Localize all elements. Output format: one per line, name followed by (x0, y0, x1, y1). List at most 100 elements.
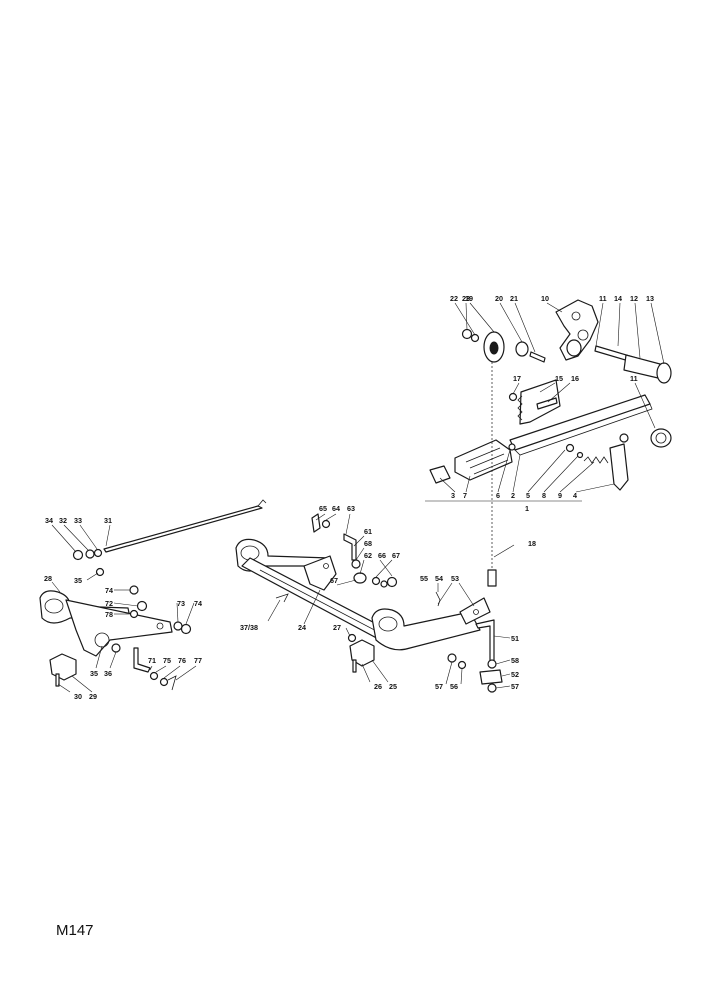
callout-labels: 23 22 19 20 21 10 11 14 12 13 11 15 16 1… (44, 294, 654, 701)
callout-57b: 57 (511, 682, 519, 691)
nut-32 (85, 549, 95, 559)
pedal-right (371, 608, 481, 651)
callout-77: 77 (194, 656, 202, 665)
callout-25: 25 (389, 682, 397, 691)
nut-67 (386, 576, 398, 588)
callout-30: 30 (74, 692, 82, 701)
nut-27 (347, 633, 357, 643)
callout-11: 11 (599, 294, 607, 303)
callout-22: 22 (450, 294, 458, 303)
callout-66: 66 (378, 551, 386, 560)
nut-74b (180, 623, 192, 635)
callout-75: 75 (163, 656, 171, 665)
callout-71: 71 (148, 656, 156, 665)
bushing-62 (353, 572, 367, 584)
callout-8: 8 (542, 491, 546, 500)
callout-6: 6 (496, 491, 500, 500)
washer-64 (321, 519, 331, 529)
swivel-52 (479, 669, 503, 685)
clip-77 (167, 675, 177, 691)
bracket-10 (555, 299, 599, 361)
leaders-upper-right (425, 302, 665, 558)
callout-4: 4 (573, 491, 577, 500)
nut-17 (508, 392, 518, 402)
callout-56: 56 (450, 682, 458, 691)
spring-9 (583, 456, 609, 464)
bolt-26 (352, 659, 357, 673)
pin-6 (508, 443, 516, 451)
washer-65 (311, 513, 321, 533)
nut-8 (576, 451, 584, 459)
callout-55: 55 (420, 574, 428, 583)
diagram-code: M147 (56, 922, 94, 939)
callout-20: 20 (495, 294, 503, 303)
callout-16: 16 (571, 374, 579, 383)
callout-13: 13 (646, 294, 654, 303)
callout-26: 26 (374, 682, 382, 691)
left-linkage-assembly (39, 499, 267, 693)
callout-34: 34 (45, 516, 53, 525)
clip-37-38 (275, 593, 289, 603)
tube-11 (566, 339, 582, 357)
pulley-hub (489, 341, 499, 355)
bolt-16 (536, 397, 558, 410)
callout-32: 32 (59, 516, 67, 525)
callout-63: 63 (347, 504, 355, 513)
callout-76: 76 (178, 656, 186, 665)
callout-11b: 11 (630, 374, 638, 383)
callout-78: 78 (105, 610, 113, 619)
callout-23: 23 (462, 294, 470, 303)
callout-57: 57 (435, 682, 443, 691)
callout-21: 21 (510, 294, 518, 303)
knob-3 (429, 465, 451, 484)
callout-58: 58 (511, 656, 519, 665)
height-adjust-lever-assembly (425, 299, 672, 587)
callout-36: 36 (104, 669, 112, 678)
lower-right-link (445, 619, 511, 693)
callout-15: 15 (555, 374, 563, 383)
callout-10: 10 (541, 294, 549, 303)
callout-9: 9 (558, 491, 562, 500)
bushing-20 (515, 341, 529, 357)
callout-64: 64 (332, 504, 340, 513)
callout-37-38: 37/38 (240, 623, 258, 632)
washer-22 (470, 333, 480, 343)
callout-67: 67 (392, 551, 400, 560)
callout-29: 29 (89, 692, 97, 701)
pivot-11 (650, 428, 672, 448)
cap-13 (656, 362, 672, 384)
bolt-30 (55, 673, 60, 687)
nut-pivot (619, 433, 629, 443)
callout-18: 18 (528, 539, 536, 548)
washer-67b (380, 580, 388, 588)
callout-52: 52 (511, 670, 519, 679)
callout-28: 28 (44, 574, 52, 583)
callout-35b: 35 (90, 669, 98, 678)
callout-12: 12 (630, 294, 638, 303)
grip-7 (454, 439, 513, 481)
callout-35: 35 (74, 576, 82, 585)
nut-36 (111, 643, 121, 653)
callout-2: 2 (511, 491, 515, 500)
callout-62: 62 (364, 551, 372, 560)
bolt-21 (529, 351, 546, 363)
callout-17: 17 (513, 374, 521, 383)
washer-75 (149, 671, 159, 681)
nut-72 (136, 600, 148, 612)
callout-74b: 74 (194, 599, 202, 608)
nut-5 (565, 443, 575, 453)
washer-57 (447, 653, 457, 663)
rod-61 (343, 533, 357, 561)
rod-51 (475, 619, 495, 663)
callout-14: 14 (614, 294, 622, 303)
callout-1: 1 (525, 504, 529, 513)
callout-33: 33 (74, 516, 82, 525)
nut-34 (72, 549, 84, 561)
washer-56 (457, 660, 467, 670)
pin-54-55 (435, 591, 441, 607)
callout-24: 24 (298, 623, 306, 632)
cross-shaft-assembly (235, 513, 491, 683)
callout-31: 31 (104, 516, 112, 525)
callout-72: 72 (105, 599, 113, 608)
